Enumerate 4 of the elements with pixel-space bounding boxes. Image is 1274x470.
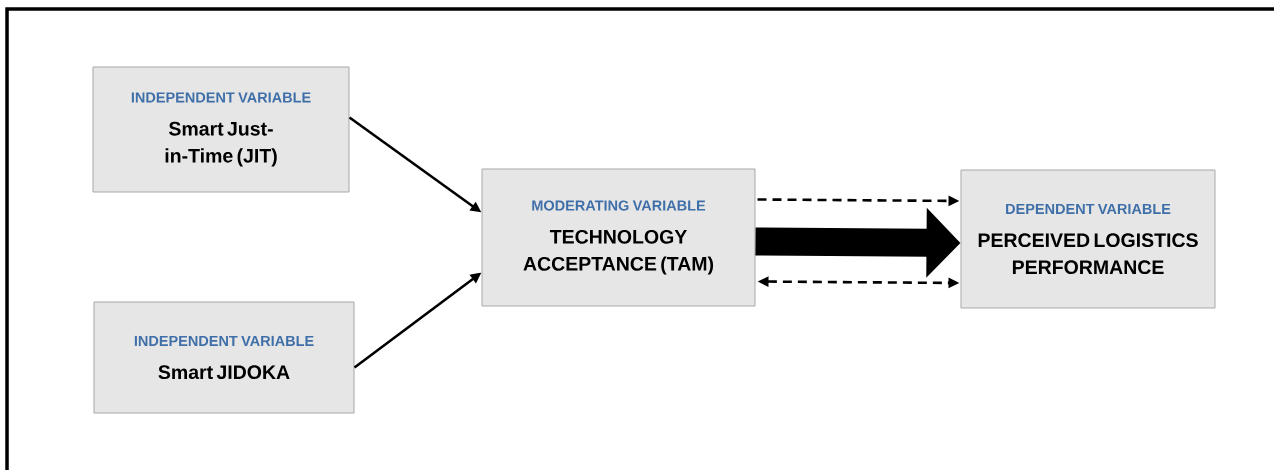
variable-box: INDEPENDENT VARIABLE Smart JIDOKA	[93, 301, 355, 414]
variable-box: INDEPENDENT VARIABLE Smart Just-in-Time (JIT)	[92, 66, 350, 193]
variable-box: MODERATING VARIABLE TECHNOLOGY ACCEPTANCE (TAM)	[481, 168, 756, 307]
variable-box: DEPENDENT VARIABLE PERCEIVED LOGISTICS PERFORMANCE	[960, 169, 1216, 309]
